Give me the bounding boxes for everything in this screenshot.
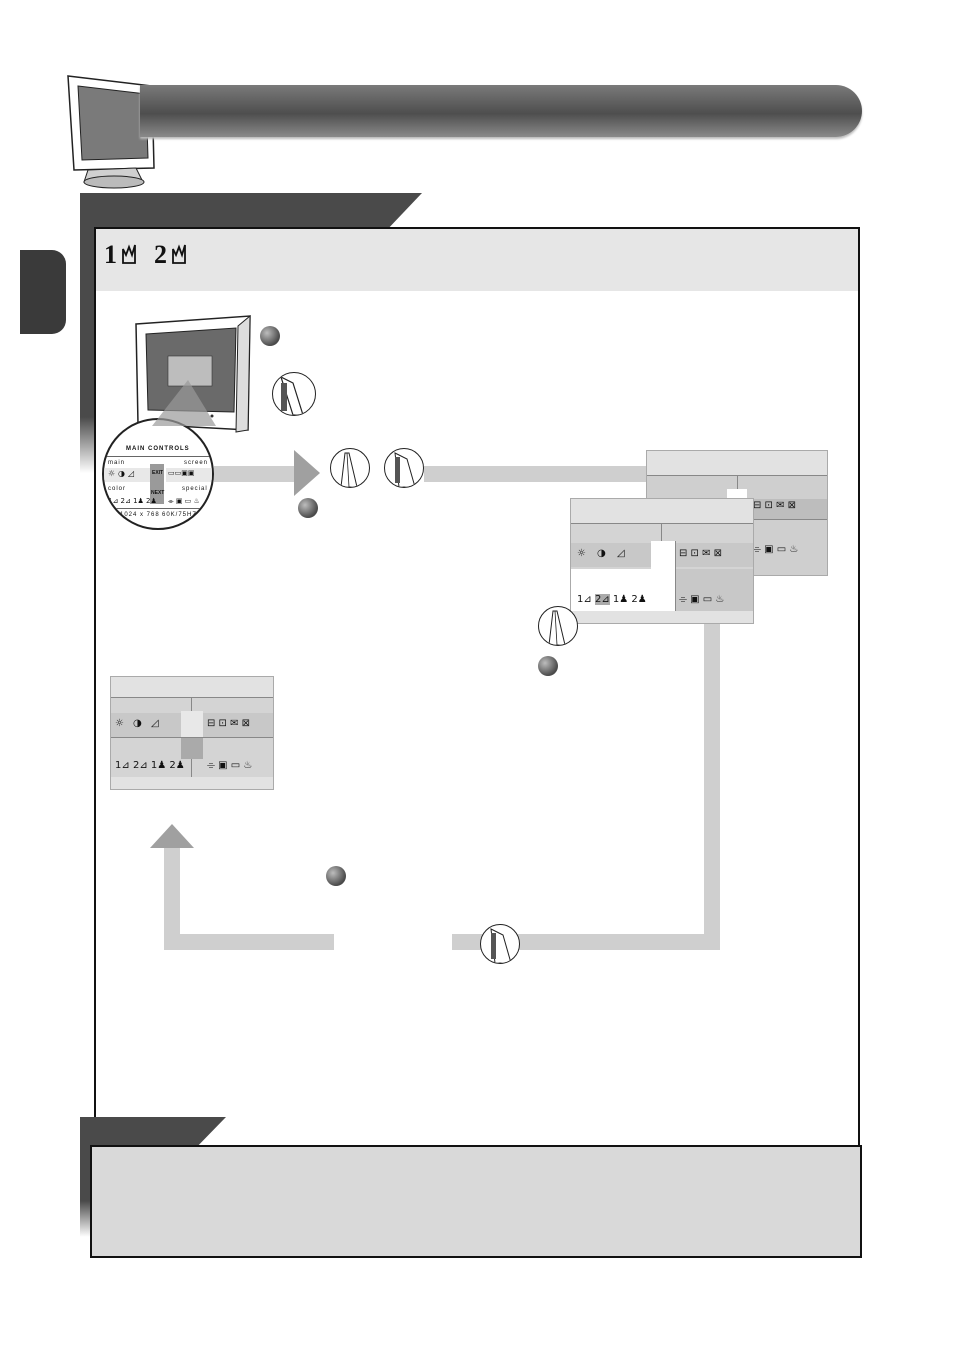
sun-icon: ☼ bbox=[577, 548, 586, 559]
resolution-readout: 1024 x 768 bbox=[120, 512, 160, 518]
special-icons: ⌯ ▣ ▭ ♨ bbox=[207, 760, 253, 771]
color-preset-icons: 1⊿ 2⊿ 1♟ 2♟ bbox=[115, 760, 185, 771]
step-bullet-4 bbox=[326, 866, 346, 886]
flow-arrow-up bbox=[150, 824, 194, 848]
section-tab bbox=[80, 193, 422, 229]
flow-line-bottom-left bbox=[164, 934, 334, 950]
magnified-osd-loupe: MAIN CONTROLS main screen ☼ ◑ ◿ EXIT NEX… bbox=[102, 418, 214, 530]
stylus-pen-icon bbox=[384, 448, 424, 488]
frequency-readout: 60K/75HZ bbox=[162, 512, 198, 518]
special-icons: ⌯ ▣ ▭ ♨ bbox=[679, 594, 725, 605]
tab-main: main bbox=[108, 460, 126, 466]
step-bullet-1 bbox=[260, 326, 280, 346]
contrast-icon: ◑ bbox=[597, 548, 606, 559]
main-controls-title: MAIN CONTROLS bbox=[126, 446, 190, 452]
preset-wave-icon bbox=[122, 244, 137, 264]
contrast-icon: ◑ bbox=[133, 718, 142, 729]
flow-line-right bbox=[704, 624, 720, 950]
geometry-icon: ◿ bbox=[617, 548, 625, 559]
monitor-osd-illustration bbox=[128, 312, 258, 462]
monitor-icon bbox=[135, 314, 251, 433]
preset-wave-icon bbox=[172, 244, 187, 264]
flow-line-left bbox=[164, 846, 180, 950]
monitor-illustration bbox=[64, 72, 164, 190]
geometry-icon: ◿ bbox=[128, 469, 135, 478]
screen-icons: ⊟ ⊡ ✉ ⊠ bbox=[207, 718, 251, 729]
stylus-pen-icon bbox=[330, 448, 370, 488]
contrast-icon: ◑ bbox=[118, 469, 125, 478]
osd-panel-result: ☼ ◑ ◿ ⊟ ⊡ ✉ ⊠ 1⊿ 2⊿ 1♟ 2♟ ⌯ ▣ ▭ ♨ bbox=[110, 676, 274, 790]
note-stripe bbox=[80, 1117, 92, 1237]
osd-panel-front: ☼ ◑ ◿ ⊟ ⊡ ✉ ⊠ 1⊿ 2⊿ 1♟ 2♟ ⌯ ▣ ▭ ♨ bbox=[570, 498, 754, 624]
stylus-pen-icon bbox=[272, 372, 316, 416]
note-box bbox=[90, 1145, 862, 1258]
sun-icon: ☼ bbox=[108, 469, 116, 478]
sun-icon: ☼ bbox=[115, 718, 124, 729]
chapter-tab bbox=[20, 250, 66, 334]
color-preset-icons: 1⊿ 2⊿ 1♟ 2♟ bbox=[577, 594, 647, 605]
flow-arrow-right bbox=[214, 466, 298, 482]
header-band bbox=[96, 229, 858, 291]
geometry-icon: ◿ bbox=[151, 718, 159, 729]
screen-icons: ⊟ ⊡ ✉ ⊠ bbox=[753, 500, 797, 511]
next-button-label: NEXT bbox=[151, 490, 165, 496]
color-preset-icons: 1⊿ 2⊿ 1♟ 2♟ bbox=[108, 497, 157, 505]
tab-special: special bbox=[182, 486, 208, 492]
tab-screen: screen bbox=[184, 460, 209, 466]
section-stripe bbox=[80, 193, 96, 473]
stylus-pen-icon bbox=[538, 606, 578, 646]
monitor-icon bbox=[67, 75, 155, 189]
step-bullet-2 bbox=[298, 498, 318, 518]
screen-icons: ▭▭▣▣ bbox=[168, 469, 195, 477]
special-icons: ⌯ ▣ ▭ ♨ bbox=[753, 544, 799, 555]
preset-2-label: 2 bbox=[154, 240, 189, 270]
flow-arrow-head bbox=[294, 450, 320, 496]
special-icons: ⌯ ▣ ▭ ♨ bbox=[168, 497, 200, 505]
screen-icons: ⊟ ⊡ ✉ ⊠ bbox=[679, 548, 723, 559]
stylus-pen-icon bbox=[480, 924, 520, 964]
exit-button-label: EXIT bbox=[152, 470, 164, 476]
tab-color: color bbox=[108, 486, 127, 492]
preset-1-label: 1 bbox=[104, 240, 139, 270]
page-title-bar bbox=[140, 85, 862, 137]
loupe-connector bbox=[152, 380, 216, 426]
flow-line-top bbox=[424, 466, 648, 482]
step-bullet-3 bbox=[538, 656, 558, 676]
